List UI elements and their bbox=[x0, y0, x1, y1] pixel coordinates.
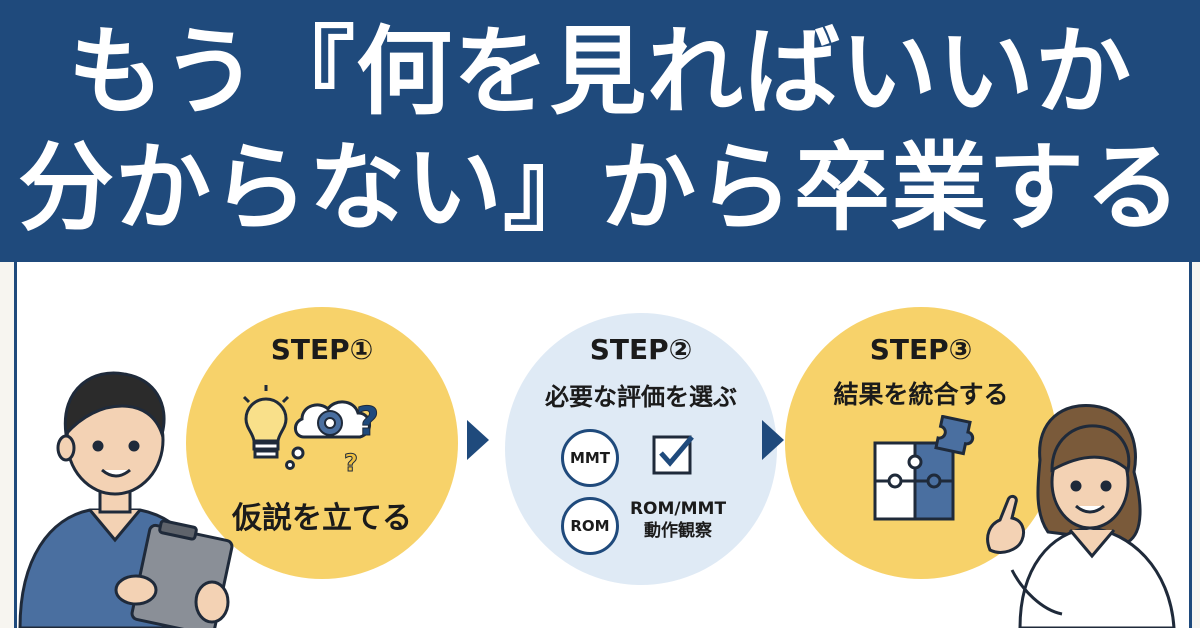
lightbulb-gear-question-icon: ? ? bbox=[242, 385, 380, 478]
mmt-badge: MMT bbox=[561, 429, 619, 487]
therapist-woman-illustration bbox=[986, 403, 1176, 628]
step-2-detail-line-1: ROM/MMT bbox=[629, 499, 727, 519]
gear-icon bbox=[317, 410, 343, 436]
step-3-text: 結果を統合する bbox=[833, 380, 1009, 409]
therapist-man-illustration bbox=[18, 371, 234, 628]
title-header: もう『何を見ればいいか 分からない』から卒業する bbox=[0, 0, 1200, 262]
arrow-right-icon bbox=[762, 420, 784, 460]
lightbulb-icon bbox=[242, 385, 290, 459]
title-line-2: 分からない』から卒業する bbox=[18, 132, 1182, 244]
title-line-1: もう『何を見ればいいか bbox=[67, 16, 1133, 128]
arrow-right-icon bbox=[467, 420, 489, 460]
puzzle-icon bbox=[873, 415, 975, 521]
step-1-label: STEP① bbox=[270, 333, 374, 366]
question-mark-icon: ? bbox=[356, 399, 379, 445]
step-2-circle: STEP② 必要な評価を選ぶ MMT ROM ROM/MMT 動作観察 bbox=[505, 313, 777, 585]
svg-text:?: ? bbox=[344, 449, 358, 477]
step-2-detail-line-2: 動作観察 bbox=[644, 521, 712, 541]
step-3-label: STEP③ bbox=[869, 333, 973, 366]
step-2-text: 必要な評価を選ぶ bbox=[545, 383, 737, 411]
rom-badge: ROM bbox=[561, 497, 619, 555]
step-1-text: 仮説を立てる bbox=[232, 501, 412, 536]
checkbox-icon bbox=[652, 435, 694, 475]
step-2-label: STEP② bbox=[589, 333, 693, 366]
step-1-circle: STEP① ? ? 仮説を立てる bbox=[186, 307, 458, 579]
